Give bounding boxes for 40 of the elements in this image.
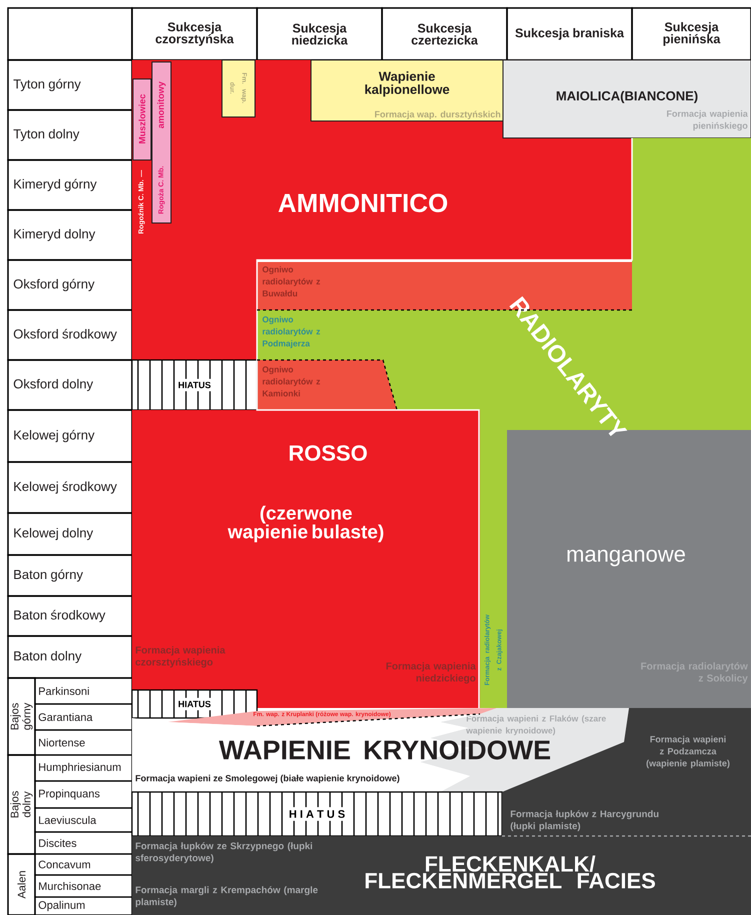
zone-cell: Opalinum (34, 896, 133, 915)
stage-cell: Kimeryd dolny (7, 209, 133, 261)
zone-cell: Niortense (34, 729, 133, 756)
zone-cell: Laeviuscula (34, 807, 133, 833)
stage-cell: Oksford środkowy (7, 309, 133, 361)
stage-cell: Bajos górny (7, 677, 36, 756)
stage-cell: Kimeryd górny (7, 159, 133, 211)
column-header: Sukcesja czertezicka (381, 7, 508, 61)
hiatus: H I A T U S (131, 791, 503, 837)
zone-cell: Discites (34, 831, 133, 855)
zone-cell: Propinquans (34, 780, 133, 809)
stage-cell: Baton środkowy (7, 595, 133, 637)
column-header: Sukcesja niedzicka (256, 7, 383, 61)
stage-cell: Bajos dolny (7, 754, 36, 855)
zone-cell: Murchisonae (34, 874, 133, 898)
stage-cell: Tyton górny (7, 59, 133, 111)
stage-cell: Baton górny (7, 554, 133, 597)
member-label: Ogniwo radiolarytów z Podmajerza (262, 316, 320, 348)
stage-cell: Tyton dolny (7, 109, 133, 161)
facies-bar: Muszlowiec (132, 78, 152, 160)
formation-label: Formacja wapienia niedzickiego (386, 662, 476, 684)
node-label: Formacja wapieni z Podzamcza (wapienie plamiste) (646, 736, 730, 768)
column-header: Sukcesja czorsztyńska (131, 7, 258, 61)
formation-label: Formacja wapienia czorsztyńskiego (136, 646, 226, 668)
stage-cell: Baton dolny (7, 635, 133, 679)
facies-box: MAIOLICA(BIANCONE) Formacja wapienia pienińskiego (502, 60, 751, 138)
stage-cell: Aalen (7, 853, 36, 915)
hiatus: HIATUS (131, 359, 258, 411)
stage-cell: Kelowej dolny (7, 512, 133, 556)
zone-cell: Concavum (34, 853, 133, 876)
member-band: Ogniwo radiolarytów z Kamionki (257, 360, 397, 410)
zone-cell: Garantiana (34, 703, 133, 731)
node-label: Formacja wapieni ze Smolegowej (białe wapienie krynoidowe) (136, 774, 400, 784)
stage-cell: Oksford górny (7, 259, 133, 311)
zone-cell: Humphriesianum (34, 754, 133, 782)
stage-cell: Kelowej górny (7, 409, 133, 463)
stage-cell: Oksford dolny (7, 359, 133, 411)
zone-cell: Parkinsoni (34, 677, 133, 705)
stage-cell: Kelowej środkowy (7, 461, 133, 514)
facies-box: Wapienie kalpionellowe Formacja wap. dursztyńskich (310, 60, 504, 122)
